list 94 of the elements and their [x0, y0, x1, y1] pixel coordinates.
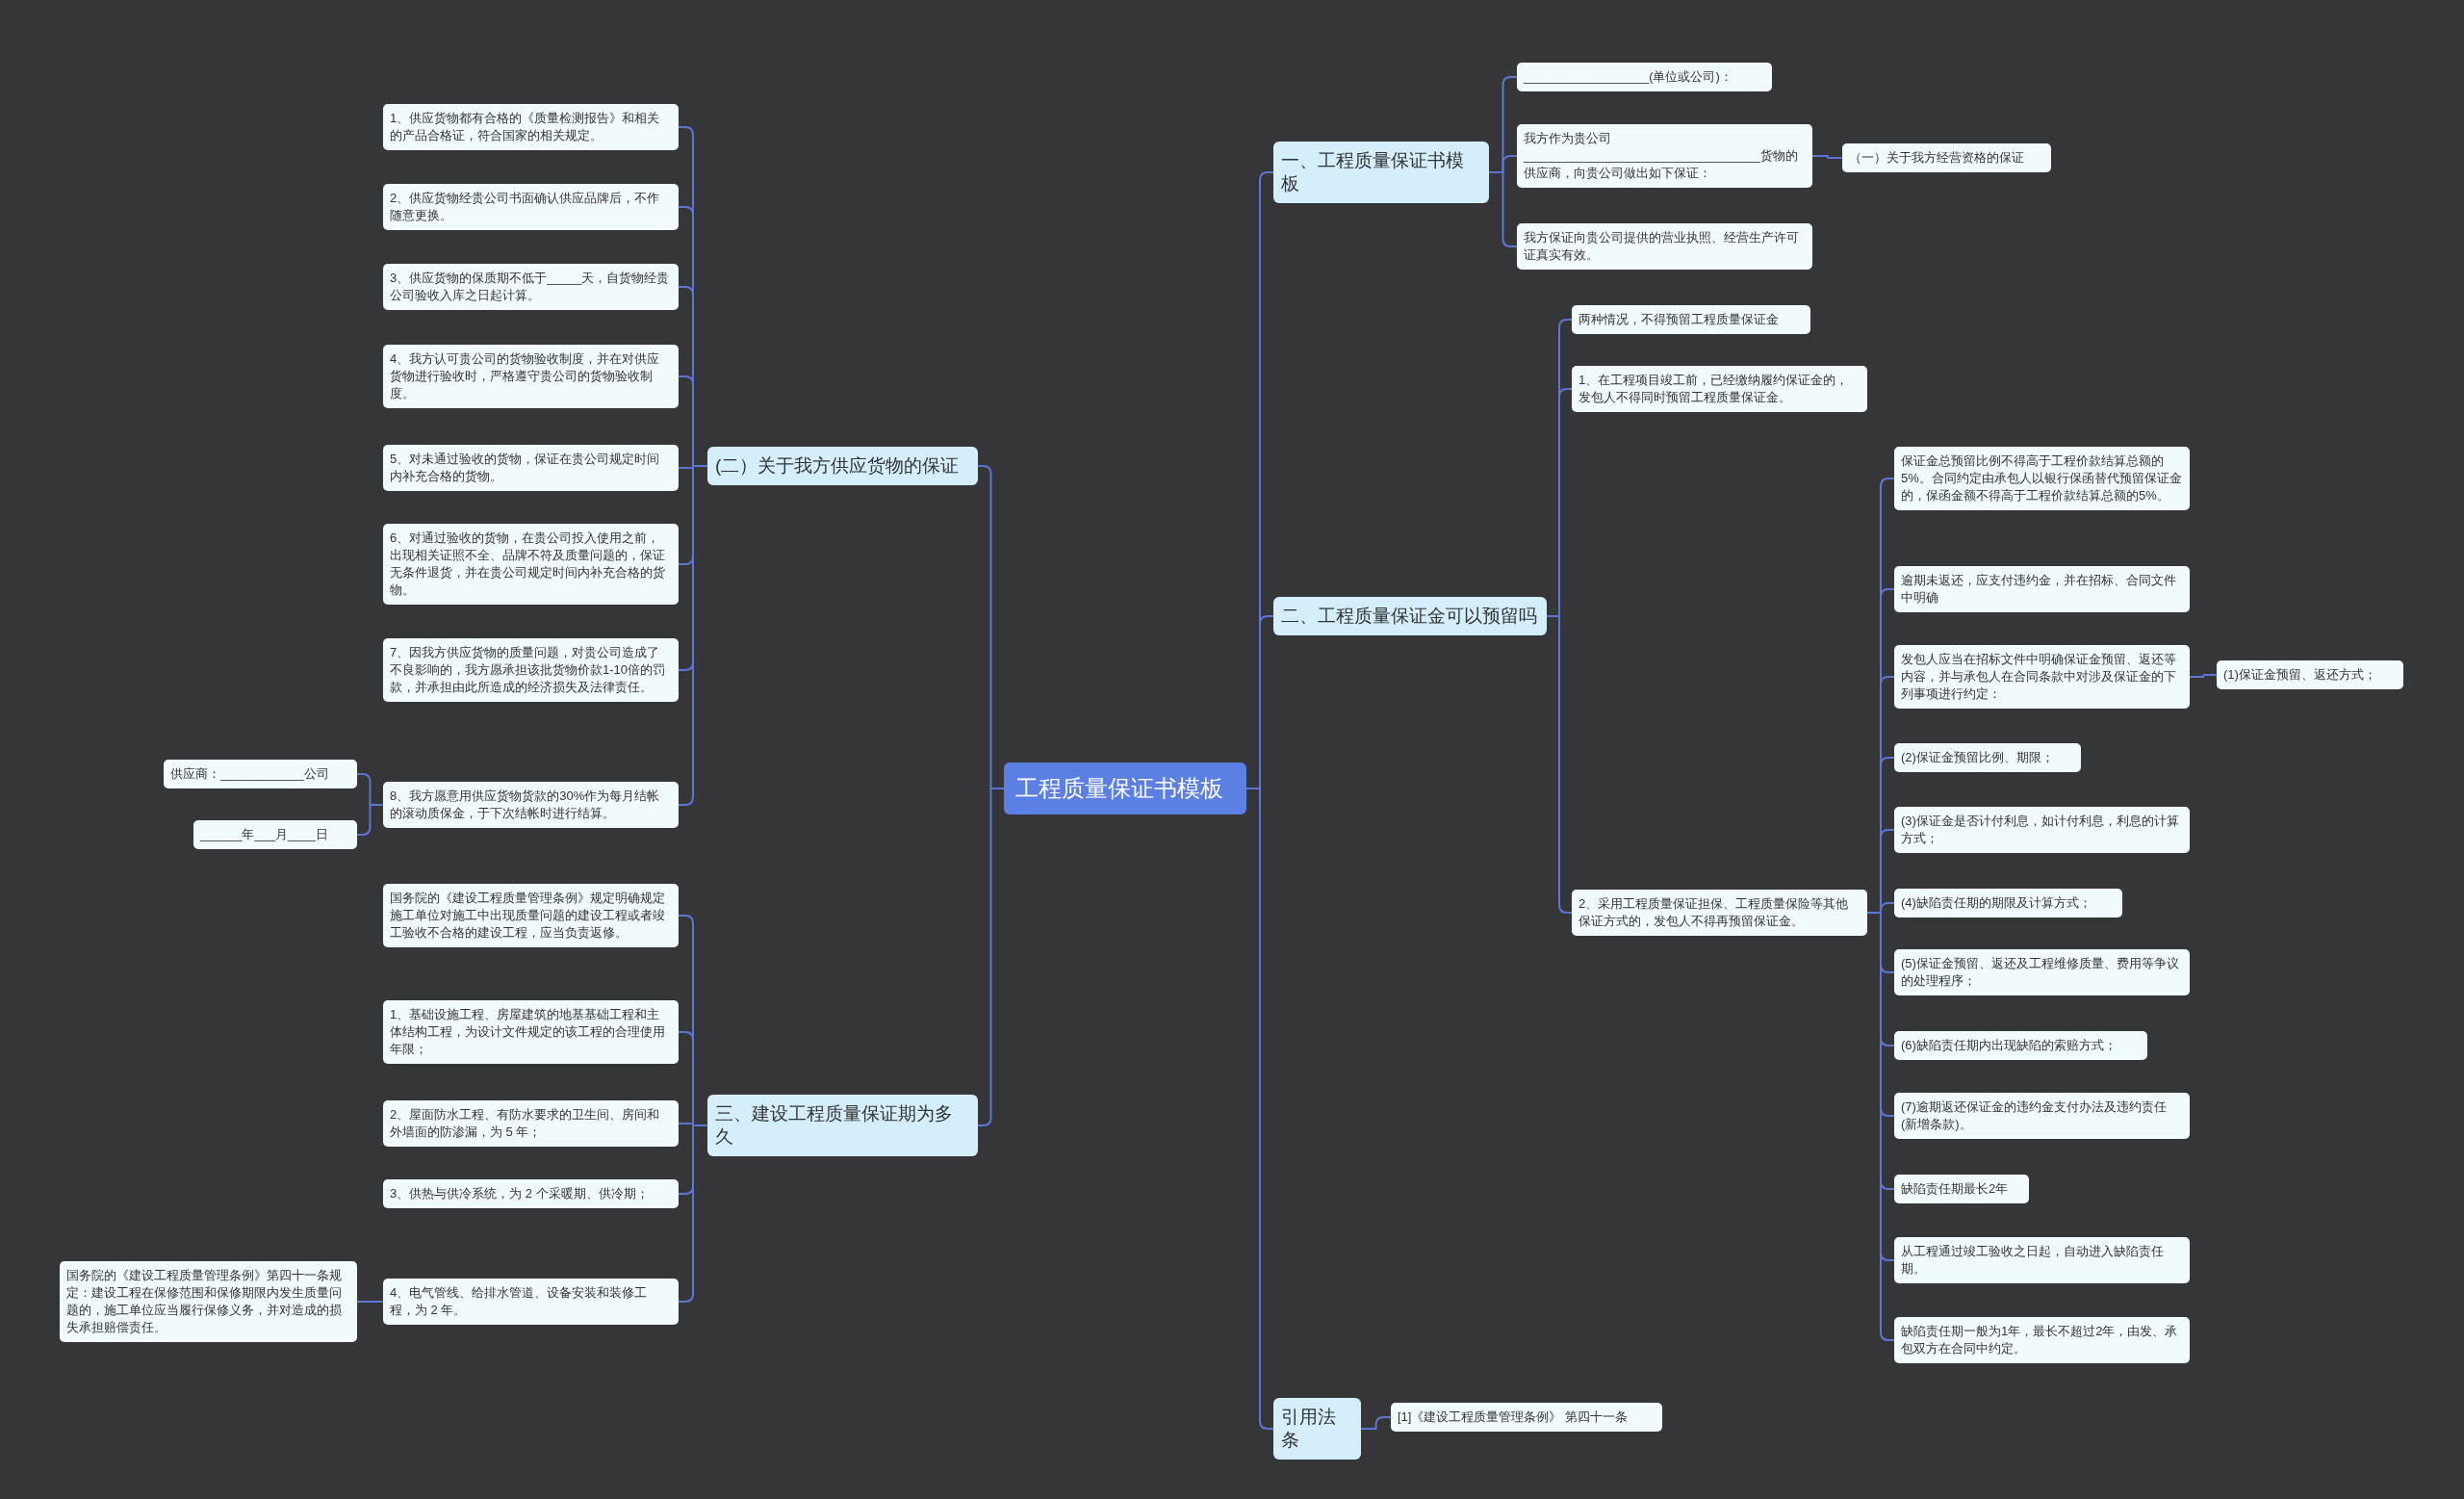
topic-text: 2、采用工程质量保证担保、工程质量保险等其他保证方式的，发包人不得再预留保证金。 — [1578, 895, 1850, 930]
topic-text: 两种情况，不得预留工程质量保证金 — [1578, 311, 1780, 328]
topic-text: 1、在工程项目竣工前，已经缴纳履约保证金的，发包人不得同时预留工程质量保证金。 — [1578, 372, 1850, 406]
subtopic — [1894, 1093, 2190, 1139]
topic-text: (6)缺陷责任期内出现缺陷的索赔方式； — [1901, 1037, 2118, 1054]
topic-text: 逾期未返还，应支付违约金，并在招标、合同文件中明确 — [1901, 572, 2177, 607]
topic-text: 保证金总预留比例不得高于工程价款结算总额的5%。合同约定由承包人以银行保函替代预留保证金的，保函金额不得高于工程价款结算总额的5%。 — [1901, 452, 2183, 504]
subtopic — [1894, 1237, 2190, 1283]
subtopic — [383, 1179, 679, 1208]
subtopic — [383, 782, 679, 828]
topic-text: 4、我方认可贵公司的货物验收制度，并在对供应货物进行验收时，严格遵守贵公司的货物验收制度。 — [390, 350, 661, 402]
connector-line — [678, 465, 708, 806]
subtopic — [1894, 645, 2190, 709]
topic-text: 供应商：____________公司 — [170, 765, 330, 783]
subtopic — [1894, 889, 2122, 917]
topic-text: __________________(单位或公司)： — [1524, 68, 1733, 86]
subtopic — [1572, 305, 1810, 334]
subtopic — [383, 524, 679, 605]
topic-text: 1、基础设施工程、房屋建筑的地基基础工程和主体结构工程，为设计文件规定的该工程的合理使用年限； — [390, 1006, 666, 1058]
subtopic — [2217, 660, 2403, 689]
branch-topic — [707, 1095, 978, 1156]
connector-line — [1811, 155, 1843, 159]
subtopic — [1894, 949, 2190, 995]
subtopic — [1572, 366, 1867, 412]
subtopic — [383, 345, 679, 408]
topic-text: 8、我方愿意用供应货物货款的30%作为每月结帐的滚动质保金，于下次结帐时进行结算。 — [390, 788, 661, 822]
connector-line — [977, 788, 1005, 1126]
topic-text: (5)保证金预留、返还及工程维修质量、费用等争议的处理程序； — [1901, 955, 2180, 990]
subtopic — [1517, 63, 1772, 91]
topic-text: 缺陷责任期最长2年 — [1901, 1180, 2010, 1198]
subtopic — [383, 638, 679, 702]
topic-text: 1、供应货物都有合格的《质量检测报告》和相关的产品合格证，符合国家的相关规定。 — [390, 110, 661, 144]
topic-text: (2)保证金预留比例、期限； — [1901, 749, 2055, 766]
subtopic — [1894, 807, 2190, 853]
topic-text: 2、屋面防水工程、有防水要求的卫生间、房间和外墙面的防渗漏，为 5 年； — [390, 1106, 661, 1141]
central-topic — [1004, 762, 1246, 814]
topic-text: 三、建设工程质量保证期为多久 — [715, 1102, 954, 1149]
topic-text: 4、电气管线、给排水管道、设备安装和装修工程，为 2 年。 — [390, 1284, 649, 1319]
topic-text: 3、供应货物的保质期不低于_____天，自货物经贵公司验收入库之日起计算。 — [390, 270, 671, 304]
topic-text: 我方保证向贵公司提供的营业执照、经营生产许可证真实有效。 — [1524, 229, 1800, 264]
subtopic — [1517, 223, 1812, 270]
topic-text: 工程质量保证书模板 — [1015, 774, 1224, 803]
connector-line — [1360, 1416, 1392, 1430]
topic-text: 6、对通过验收的货物，在贵公司投入使用之前，出现相关证照不全、品牌不符及质量问题的，保证无条件退货，并在贵公司规定时间内补充合格的货物。 — [390, 530, 666, 599]
subtopic — [383, 1000, 679, 1064]
topic-text: 发包人应当在招标文件中明确保证金预留、返还等内容，并与承包人在合同条款中对涉及保证金的下列事项进行约定： — [1901, 651, 2177, 703]
subtopic — [1894, 447, 2190, 510]
subtopic — [1894, 743, 2081, 772]
connector-line — [356, 1301, 384, 1303]
topic-text: 3、供热与供冷系统，为 2 个采暖期、供冷期； — [390, 1185, 650, 1202]
topic-text: 一、工程质量保证书模板 — [1281, 149, 1465, 195]
subtopic — [1572, 890, 1867, 936]
topic-text: （一）关于我方经营资格的保证 — [1849, 149, 2025, 167]
branch-topic — [1273, 1398, 1361, 1460]
topic-text: ______年___月____日 — [200, 826, 329, 843]
topic-text: 2、供应货物经贵公司书面确认供应品牌后，不作随意更换。 — [390, 190, 661, 224]
connector-line — [1546, 615, 1573, 914]
subtopic — [60, 1261, 357, 1342]
connector-line — [678, 1124, 708, 1303]
branch-topic — [707, 447, 978, 485]
topic-text: (1)保证金预留、返还方式； — [2223, 666, 2377, 684]
subtopic — [383, 1279, 679, 1325]
topic-text: (7)逾期返还保证金的违约金支付办法及违约责任(新增条款)。 — [1901, 1098, 2168, 1133]
subtopic — [1894, 1317, 2190, 1363]
branch-topic — [1273, 597, 1547, 635]
branch-topic — [1273, 142, 1489, 203]
topic-text: (3)保证金是否计付利息，如计付利息，利息的计算方式； — [1901, 813, 2180, 847]
topic-text: 引用法条 — [1281, 1406, 1337, 1452]
topic-text: 5、对未通过验收的货物，保证在贵公司规定时间内补充合格的货物。 — [390, 451, 661, 485]
subtopic — [383, 884, 679, 947]
subtopic — [383, 104, 679, 150]
subtopic — [383, 1100, 679, 1147]
subtopic — [383, 445, 679, 491]
subtopic — [383, 264, 679, 310]
subtopic — [1842, 143, 2051, 172]
subtopic — [164, 760, 357, 788]
topic-text: 国务院的《建设工程质量管理条例》规定明确规定施工单位对施工中出现质量问题的建设工程或者竣工验收不合格的建设工程，应当负责返修。 — [390, 890, 666, 942]
subtopic — [383, 184, 679, 230]
topic-text: 缺陷责任期一般为1年，最长不超过2年，由发、承包双方在合同中约定。 — [1901, 1323, 2179, 1357]
subtopic — [1894, 1175, 2029, 1203]
subtopic — [1517, 124, 1812, 188]
topic-text: (4)缺陷责任期的期限及计算方式； — [1901, 894, 2092, 912]
topic-text: 我方作为贵公司__________________________________货物的供应商，向贵公司做出如下保证： — [1524, 130, 1799, 182]
subtopic — [1391, 1403, 1662, 1432]
subtopic — [1894, 566, 2190, 612]
topic-text: (二）关于我方供应货物的保证 — [715, 454, 961, 478]
topic-text: 二、工程质量保证金可以预留吗 — [1281, 605, 1538, 628]
topic-text: 7、因我方供应货物的质量问题，对贵公司造成了不良影响的，我方愿承担该批货物价款1-10倍的罚款，并承担由此所造成的经济损失及法律责任。 — [390, 644, 667, 696]
topic-text: [1]《建设工程质量管理条例》 第四十一条 — [1398, 1409, 1630, 1426]
topic-text: 国务院的《建设工程质量管理条例》第四十一条规定：建设工程在保修范围和保修期限内发生质量问题的，施工单位应当履行保修义务，并对造成的损失承担赔偿责任。 — [66, 1267, 343, 1336]
topic-text: 从工程通过竣工验收之日起，自动进入缺陷责任期。 — [1901, 1243, 2165, 1278]
connector-line — [2189, 674, 2218, 678]
subtopic — [193, 820, 357, 849]
subtopic — [1894, 1031, 2147, 1060]
